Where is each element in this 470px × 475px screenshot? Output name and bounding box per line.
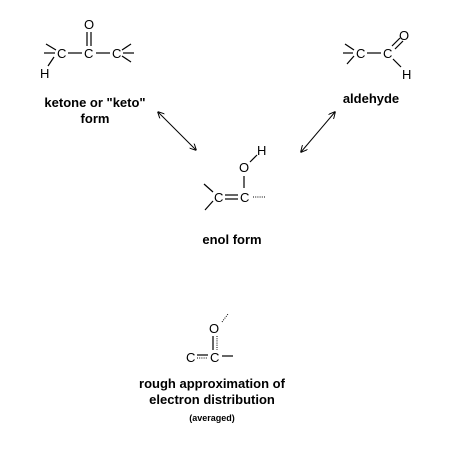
aldehyde-hydrogen: H xyxy=(402,67,411,82)
aldehyde-structure: C C O H xyxy=(343,28,411,82)
enol-caption: enol form xyxy=(202,232,261,247)
ketone-caption-line2: form xyxy=(81,111,110,126)
ketone-carbon-right: C xyxy=(112,46,121,61)
approx-caption-line1: rough approximation of xyxy=(139,376,286,391)
delocalized-structure: O C C xyxy=(186,313,233,365)
approx-caption-line3: (averaged) xyxy=(189,413,235,423)
ketone-structure: C H C O C xyxy=(40,17,134,81)
ketone-caption-line1: ketone or "keto" xyxy=(44,95,145,110)
enol-hydrogen: H xyxy=(257,143,266,158)
enol-carbon-left: C xyxy=(214,190,223,205)
enol-oxygen: O xyxy=(239,160,249,175)
aldehyde-oxygen: O xyxy=(399,28,409,43)
aldehyde-carbon-left: C xyxy=(356,46,365,61)
enol-carbon-right: C xyxy=(240,190,249,205)
approx-carbon-left: C xyxy=(186,350,195,365)
enol-structure: C C O H xyxy=(203,143,266,211)
approx-caption-line2: electron distribution xyxy=(149,392,275,407)
ketone-carbon-center: C xyxy=(84,46,93,61)
ketone-oxygen: O xyxy=(84,17,94,32)
aldehyde-enol-equilibrium-arrow xyxy=(301,112,335,152)
ketone-carbon-left: C xyxy=(57,46,66,61)
keto-enol-equilibrium-arrow xyxy=(158,112,196,150)
aldehyde-caption: aldehyde xyxy=(343,91,399,106)
aldehyde-carbon-carbonyl: C xyxy=(383,46,392,61)
ketone-hydrogen: H xyxy=(40,66,49,81)
approx-oxygen: O xyxy=(209,321,219,336)
approx-carbon-right: C xyxy=(210,350,219,365)
